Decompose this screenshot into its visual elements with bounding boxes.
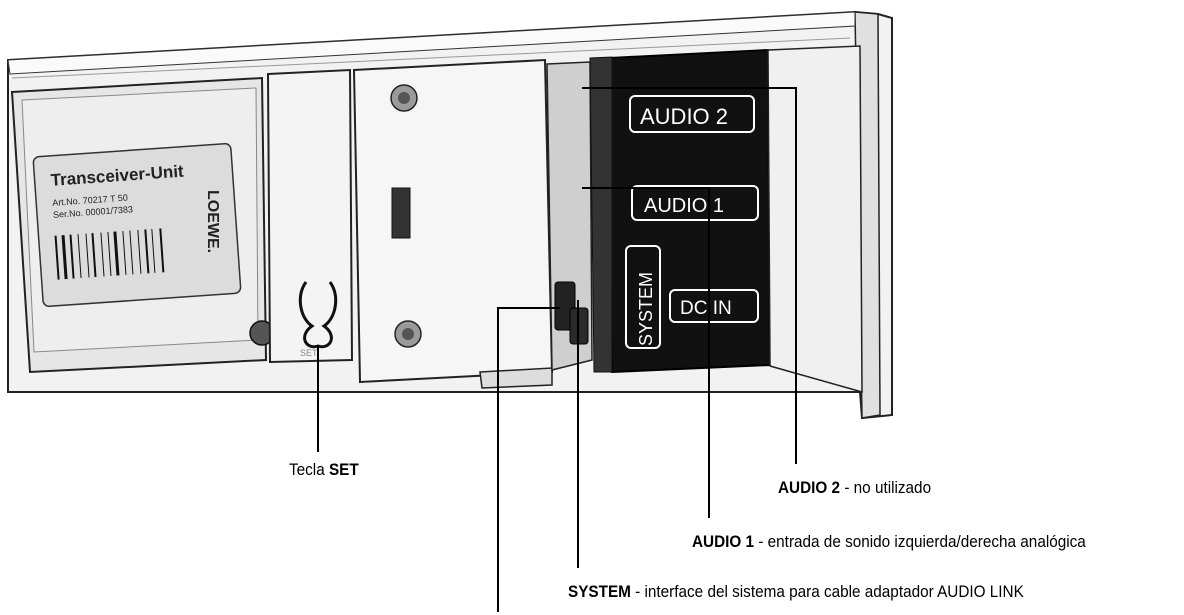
audio1-port-label: AUDIO 1 (644, 195, 724, 217)
cover-latch (392, 188, 410, 238)
connector-panel: AUDIO 2 AUDIO 1 SYSTEM DC IN (590, 46, 862, 392)
connector-cover (354, 60, 552, 388)
callout-system: SYSTEM - interface del sistema para cabl… (568, 582, 1024, 602)
callout-set: Tecla SET (289, 460, 359, 480)
system-port-label: SYSTEM (636, 272, 656, 346)
set-key-text: SET (300, 348, 318, 358)
callout-audio2: AUDIO 2 - no utilizado (778, 478, 931, 498)
system-socket-side (547, 62, 592, 370)
brand-logo: LOEWE. (204, 190, 221, 253)
callout-audio1: AUDIO 1 - entrada de sonido izquierda/de… (692, 532, 1086, 552)
transceiver-module: Transceiver-Unit Art.No. 70217 T 50 Ser.… (12, 78, 274, 372)
set-key-panel: SET (268, 70, 352, 362)
dcin-port-label: DC IN (680, 298, 732, 319)
audio2-port-label: AUDIO 2 (640, 104, 728, 129)
